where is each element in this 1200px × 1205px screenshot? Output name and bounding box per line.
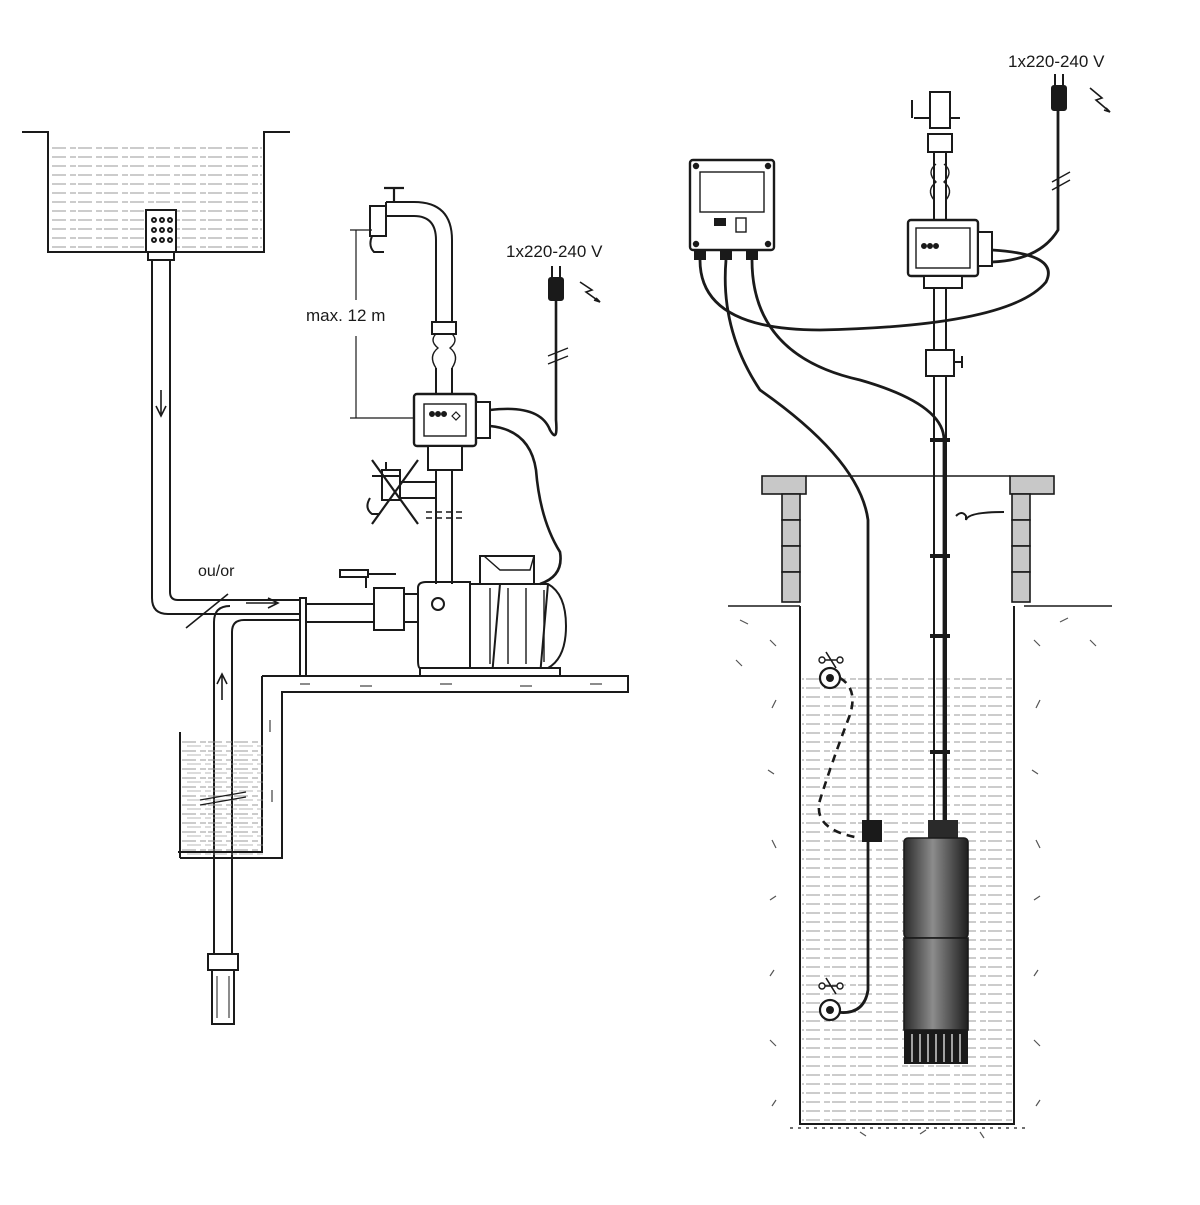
float-switch-bottom [818,977,844,1022]
flow-arrow-right [246,597,280,609]
cables-right [698,110,1060,1014]
lightning-icon [579,281,601,303]
surface-pump-installation [22,131,629,1025]
flow-arrow-down [155,390,167,418]
power-cable-left [489,266,601,586]
crossed-out-tap [366,459,436,525]
suction-pipe-from-tank [151,260,300,615]
control-box [688,158,776,260]
suction-pipe-from-well [213,605,231,860]
height-dimension [350,229,414,419]
alternative-marker [185,593,229,629]
suction-pipe-inner [169,260,300,601]
well-wall-right [1009,475,1055,603]
max-height-label: max. 12 m [306,306,386,325]
discharge-riser [369,186,491,584]
float-switch-top [817,651,861,840]
alternative-label: ou/or [198,563,235,580]
float-switch-weight [862,820,882,842]
submersible-pump-installation [688,74,1112,1139]
lower-well [179,732,265,1025]
upper-tank [22,131,290,261]
flow-arrow-up [216,672,228,700]
riser-pipe [906,91,993,836]
lightning-icon [1089,87,1111,113]
voltage-label-left: 1x220-240 V [506,242,603,261]
submersible-pump [903,820,969,1064]
voltage-label-right: 1x220-240 V [1008,52,1105,71]
well-wall-left [761,475,807,603]
surface-pump [299,555,568,677]
